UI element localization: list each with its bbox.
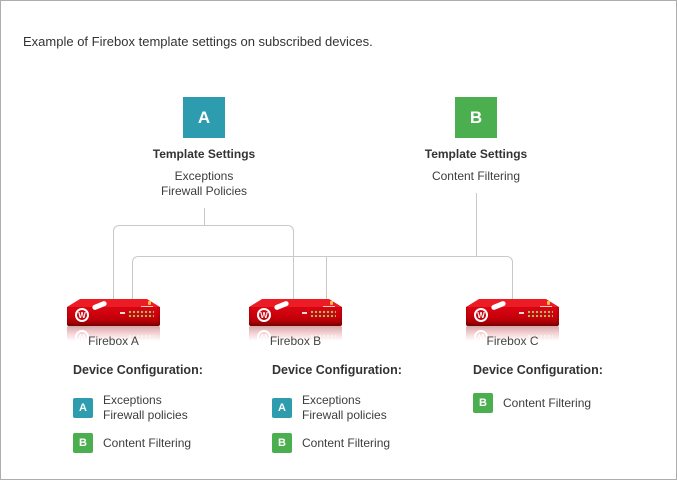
watchguard-logo-letter: W xyxy=(78,310,86,320)
assignment-line: Content Filtering xyxy=(103,435,192,450)
device-config-heading: Device Configuration: xyxy=(473,363,603,377)
firebox-a-label: Firebox A xyxy=(88,334,139,348)
template-b-setting-line: Content Filtering xyxy=(431,169,521,183)
firebox-chassis-face: W xyxy=(249,300,342,326)
assignment-line: Content Filtering xyxy=(302,435,391,450)
port-dash xyxy=(519,312,524,314)
assignment-row: B Content Filtering xyxy=(73,433,263,453)
brand-mark-icon xyxy=(540,301,552,307)
assignment-text: Content Filtering xyxy=(103,436,191,451)
port-dash xyxy=(120,312,125,314)
template-b-badge: B xyxy=(473,393,493,413)
template-a-group: A Template Settings Exceptions Firewall … xyxy=(124,97,284,199)
device-config-firebox-a: Device Configuration: A Exceptions Firew… xyxy=(73,363,263,453)
template-a-letter: A xyxy=(197,107,211,127)
assignment-row: B Content Filtering xyxy=(272,433,462,453)
template-a-badge: A xyxy=(73,398,93,418)
assignment-text: Exceptions Firewall policies xyxy=(103,393,188,423)
template-b-badge: B xyxy=(73,433,93,453)
template-b-connector-bracket xyxy=(132,256,513,299)
assignment-line: Exceptions xyxy=(103,393,162,407)
firebox-appliance-art: W xyxy=(249,299,342,326)
firebox-c-label: Firebox C xyxy=(486,334,539,348)
assignment-text: Content Filtering xyxy=(503,396,591,411)
watchguard-logo-letter: W xyxy=(260,310,268,320)
template-b-group: B Template Settings Content Filtering xyxy=(396,97,556,184)
template-b-settings: Content Filtering xyxy=(396,169,556,184)
assignment-row: B Content Filtering xyxy=(473,393,663,413)
template-a-setting-line: Exceptions xyxy=(174,169,234,183)
firebox-a-device: W Firebox A xyxy=(67,299,160,348)
template-a-connector-stem xyxy=(204,208,205,226)
assignment-line: Content Filtering xyxy=(503,395,592,410)
firebox-c-device: W Firebox C xyxy=(466,299,559,348)
template-b-connector-drop-firebox-b xyxy=(326,257,327,299)
assignment-text: Content Filtering xyxy=(302,436,390,451)
assignment-line: Firewall policies xyxy=(302,408,387,422)
firebox-chassis-top xyxy=(67,299,160,307)
template-a-settings: Exceptions Firewall Policies xyxy=(124,169,284,199)
firebox-b-device: W Firebox B xyxy=(249,299,342,348)
firebox-chassis-face: W xyxy=(67,300,160,326)
firebox-appliance-art: W xyxy=(466,299,559,326)
template-a-box: A xyxy=(183,97,225,138)
assignment-row: A Exceptions Firewall policies xyxy=(73,393,263,423)
template-a-heading: Template Settings xyxy=(152,147,256,161)
template-b-connector-stem xyxy=(476,193,477,257)
watchguard-logo-letter: W xyxy=(477,310,485,320)
template-b-heading: Template Settings xyxy=(424,147,528,161)
device-config-firebox-b: Device Configuration: A Exceptions Firew… xyxy=(272,363,462,453)
status-leds xyxy=(128,310,154,318)
firebox-appliance-art: W xyxy=(67,299,160,326)
watchguard-logo-icon: W xyxy=(474,308,488,322)
assignment-line: Firewall policies xyxy=(103,408,188,422)
template-a-connector-bracket xyxy=(113,225,294,299)
firebox-chassis-top xyxy=(249,299,342,307)
template-b-letter: B xyxy=(469,107,483,127)
port-dash xyxy=(302,312,307,314)
status-leds xyxy=(310,310,336,318)
assignment-text: Exceptions Firewall policies xyxy=(302,393,387,423)
device-config-heading: Device Configuration: xyxy=(73,363,203,377)
watchguard-logo-icon: W xyxy=(257,308,271,322)
page-title: Example of Firebox template settings on … xyxy=(23,34,373,49)
device-config-heading: Device Configuration: xyxy=(272,363,402,377)
template-a-badge: A xyxy=(272,398,292,418)
status-leds xyxy=(527,310,553,318)
assignment-row: A Exceptions Firewall policies xyxy=(272,393,462,423)
device-config-firebox-c: Device Configuration: B Content Filterin… xyxy=(473,363,663,413)
firebox-chassis-top xyxy=(466,299,559,307)
template-a-setting-line: Firewall Policies xyxy=(160,184,248,198)
brand-mark-icon xyxy=(323,301,335,307)
firebox-b-label: Firebox B xyxy=(269,334,322,348)
firebox-chassis-face: W xyxy=(466,300,559,326)
assignment-line: Exceptions xyxy=(302,393,361,407)
brand-mark-icon xyxy=(141,301,153,307)
template-b-badge: B xyxy=(272,433,292,453)
template-b-box: B xyxy=(455,97,497,138)
watchguard-logo-icon: W xyxy=(75,308,89,322)
